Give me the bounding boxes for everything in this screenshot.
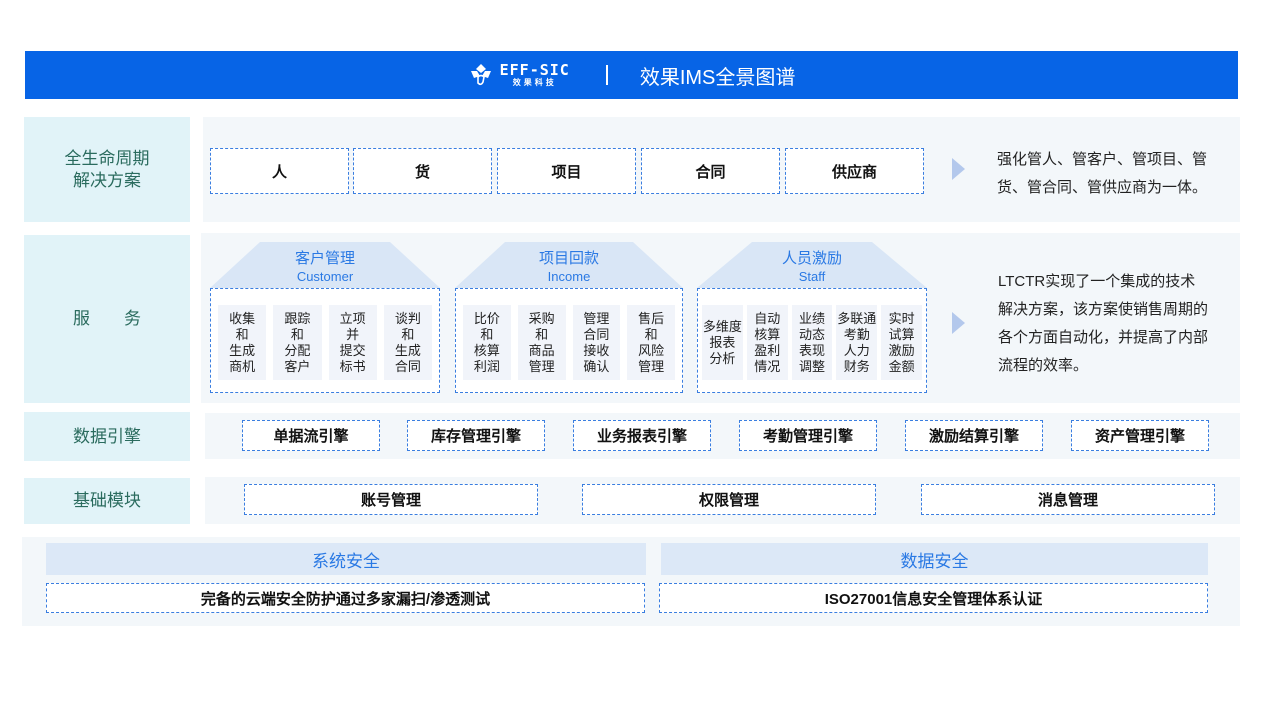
row-label-base-module: 基础模块 [24,478,190,524]
row-label-lifecycle: 全生命周期 解决方案 [24,117,190,222]
row-label-data-engine: 数据引擎 [24,412,190,461]
service-description: LTCTR实现了一个集成的技术解决方案，该方案使销售周期的各个方面自动化，并提高… [998,273,1209,374]
engine-item: 激励结算引擎 [905,420,1043,451]
header-divider [605,65,608,85]
triangle-right-icon [952,158,965,180]
service-item: 收集 和 生成 商机 [218,305,267,380]
base-module-item: 消息管理 [921,484,1215,515]
service-group-income: 项目回款 Income 比价 和 核算 利润 采购 和 商品 管理 管理 合同 … [455,242,683,394]
service-group-title: 人员激励 [781,250,842,267]
engine-item: 业务报表引擎 [573,420,711,451]
security-detail-data: ISO27001信息安全管理体系认证 [659,583,1208,613]
service-item: 跟踪 和 分配 客户 [273,305,322,380]
logo-subtitle: 效果科技 [512,78,557,87]
leaf-logo-icon [470,64,491,86]
engine-item: 库存管理引擎 [407,420,545,451]
engine-item: 考勤管理引擎 [739,420,877,451]
company-logo: EFF-SIC 效果科技 [468,62,570,88]
base-module-item: 账号管理 [244,484,538,515]
service-group-customer: 客户管理 Customer 收集 和 生成 商机 跟踪 和 分配 客户 立项 并… [210,242,440,394]
service-item: 自动 核算 盈利 情况 [746,305,788,380]
service-item: 谈判 和 生成 合同 [383,305,432,380]
base-module-item: 权限管理 [582,484,876,515]
lifecycle-item-project: 项目 [497,148,636,194]
service-group-subtitle: Income [547,269,591,284]
service-item: 采购 和 商品 管理 [517,305,566,380]
engine-item: 单据流引擎 [242,420,380,451]
roof-shape [697,242,927,288]
lifecycle-item-contract: 合同 [641,148,780,194]
roof-shape [210,242,440,288]
triangle-right-icon [952,312,965,334]
security-title-data: 数据安全 [661,543,1208,575]
page-title: 效果IMS全景图谱 [639,66,796,89]
service-item: 多维度 报表 分析 [702,305,743,380]
service-item: 比价 和 核算 利润 [463,305,511,380]
service-group-staff: 人员激励 Staff 多维度 报表 分析 自动 核算 盈利 情况 业绩 动态 表… [697,242,927,394]
service-items-box: 比价 和 核算 利润 采购 和 商品 管理 管理 合同 接收 确认 售后 和 风… [455,288,683,393]
logo-name: EFF-SIC [499,61,570,79]
service-item: 立项 并 提交 标书 [328,305,377,380]
service-group-subtitle: Staff [798,269,826,284]
row-label-service: 服 务 [24,235,190,403]
service-item: 业绩 动态 表现 调整 [791,305,833,380]
service-item: 售后 和 风险 管理 [627,305,675,380]
service-group-subtitle: Customer [296,269,354,284]
engine-item: 资产管理引擎 [1071,420,1209,451]
service-item: 多联通 考勤 人力 财务 [836,305,878,380]
service-item: 管理 合同 接收 确认 [572,305,621,380]
header-banner: EFF-SIC 效果科技 效果IMS全景图谱 [25,51,1238,99]
lifecycle-item-goods: 货 [353,148,492,194]
service-item: 实时 试算 激励 金额 [881,305,922,380]
service-items-box: 收集 和 生成 商机 跟踪 和 分配 客户 立项 并 提交 标书 谈判 和 生成… [210,288,440,393]
lifecycle-item-supplier: 供应商 [785,148,924,194]
security-title-system: 系统安全 [46,543,646,575]
service-items-box: 多维度 报表 分析 自动 核算 盈利 情况 业绩 动态 表现 调整 多联通 考勤… [697,288,927,393]
roof-shape [455,242,683,288]
lifecycle-item-people: 人 [210,148,349,194]
service-group-title: 客户管理 [294,250,355,267]
lifecycle-description: 强化管人、管客户、管项目、管货、管合同、管供应商为一体。 [997,151,1208,196]
security-detail-system: 完备的云端安全防护通过多家漏扫/渗透测试 [46,583,645,613]
service-group-title: 项目回款 [538,250,599,267]
